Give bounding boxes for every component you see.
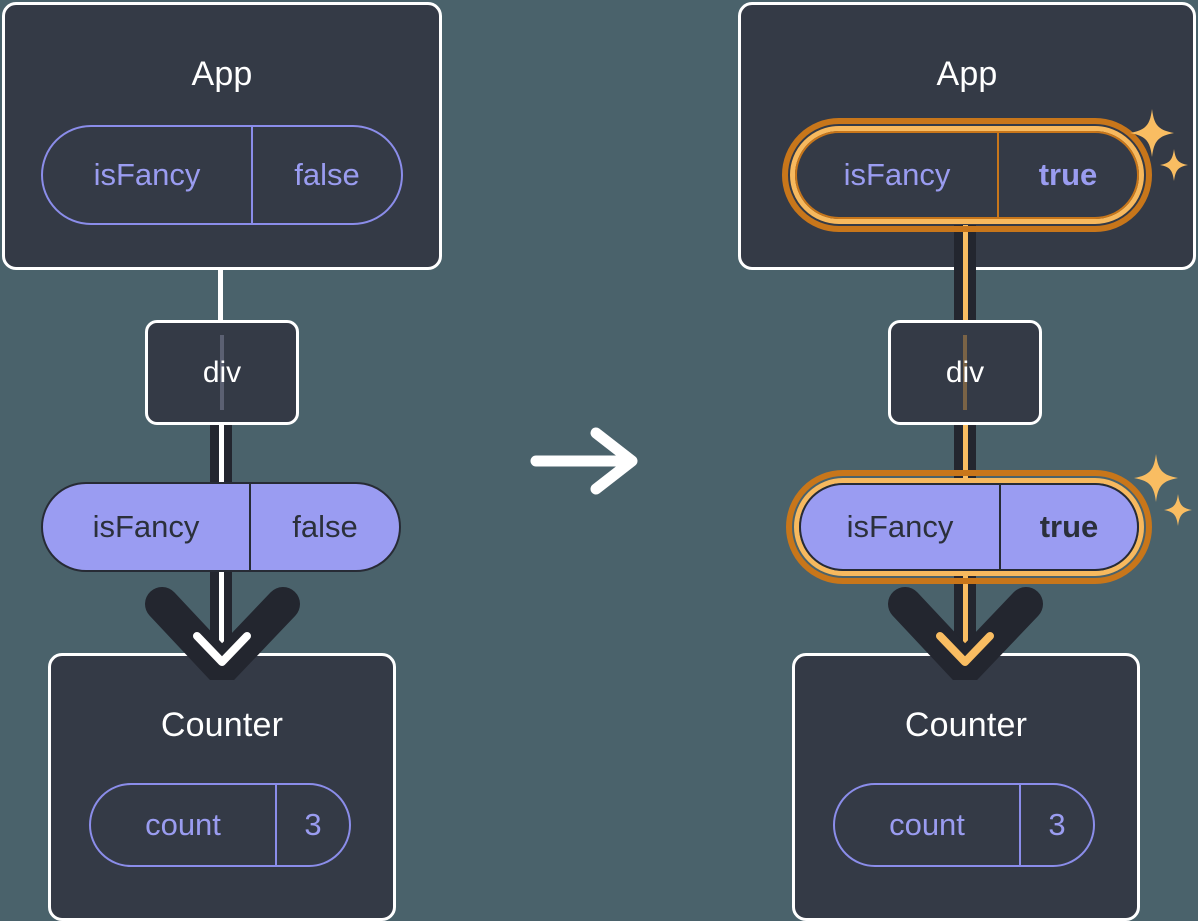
pill-state-value: 3 bbox=[275, 785, 349, 865]
pill-prop-value: true bbox=[999, 485, 1137, 569]
connector-app-to-div-after bbox=[954, 225, 976, 325]
pill-counter-state-before: count 3 bbox=[89, 783, 351, 867]
pill-prop-name: isFancy bbox=[93, 157, 201, 192]
pill-prop-value: false bbox=[251, 127, 401, 223]
connector-div-to-prop-before bbox=[210, 420, 232, 485]
highlight-ring-inner-passed-prop bbox=[794, 478, 1144, 576]
connector-core bbox=[218, 420, 224, 485]
connector-core bbox=[962, 565, 968, 665]
pill-prop-name: isFancy bbox=[846, 509, 954, 544]
pill-prop-name: isFancy bbox=[92, 509, 200, 544]
pill-prop-value: true bbox=[997, 133, 1137, 217]
pill-state-value: 3 bbox=[1019, 785, 1093, 865]
connector-core bbox=[962, 420, 968, 486]
highlight-ring-inner-app-prop bbox=[790, 126, 1144, 224]
pill-state-name: count bbox=[889, 807, 965, 842]
pill-counter-state-after: count 3 bbox=[833, 783, 1095, 867]
connector-app-to-div-before bbox=[218, 268, 223, 324]
pill-prop-name: isFancy bbox=[843, 157, 951, 192]
node-div-title-before: div bbox=[202, 355, 242, 389]
connector-behind-div bbox=[220, 335, 224, 410]
pill-prop-value: false bbox=[249, 484, 399, 570]
arrow-down-after bbox=[883, 580, 1048, 680]
pill-app-prop-before: isFancy false bbox=[41, 125, 403, 225]
sparkles-icon-prop bbox=[1134, 450, 1196, 540]
highlight-ring-outer-app-prop bbox=[782, 118, 1152, 232]
highlight-ring-outer-passed-prop bbox=[786, 470, 1152, 584]
pill-state-name: count bbox=[145, 807, 221, 842]
connector-behind-div bbox=[963, 335, 967, 410]
pill-app-prop-after[interactable]: isFancy true bbox=[795, 131, 1139, 219]
pill-passed-prop-after[interactable]: isFancy true bbox=[799, 483, 1139, 571]
node-div-before: div bbox=[145, 320, 299, 425]
node-app-title-before: App bbox=[191, 55, 253, 93]
node-div-title-after: div bbox=[945, 355, 985, 389]
arrow-down-before bbox=[140, 580, 305, 680]
node-div-after: div bbox=[888, 320, 1042, 425]
transition-arrow-icon bbox=[528, 425, 648, 497]
sparkles-icon-app bbox=[1128, 105, 1190, 195]
node-counter-title-before: Counter bbox=[160, 706, 284, 744]
node-counter-title-after: Counter bbox=[904, 706, 1028, 744]
connector-core bbox=[218, 565, 224, 665]
node-app-title-after: App bbox=[936, 55, 998, 93]
connector-core bbox=[962, 225, 968, 325]
pill-passed-prop-before: isFancy false bbox=[41, 482, 401, 572]
